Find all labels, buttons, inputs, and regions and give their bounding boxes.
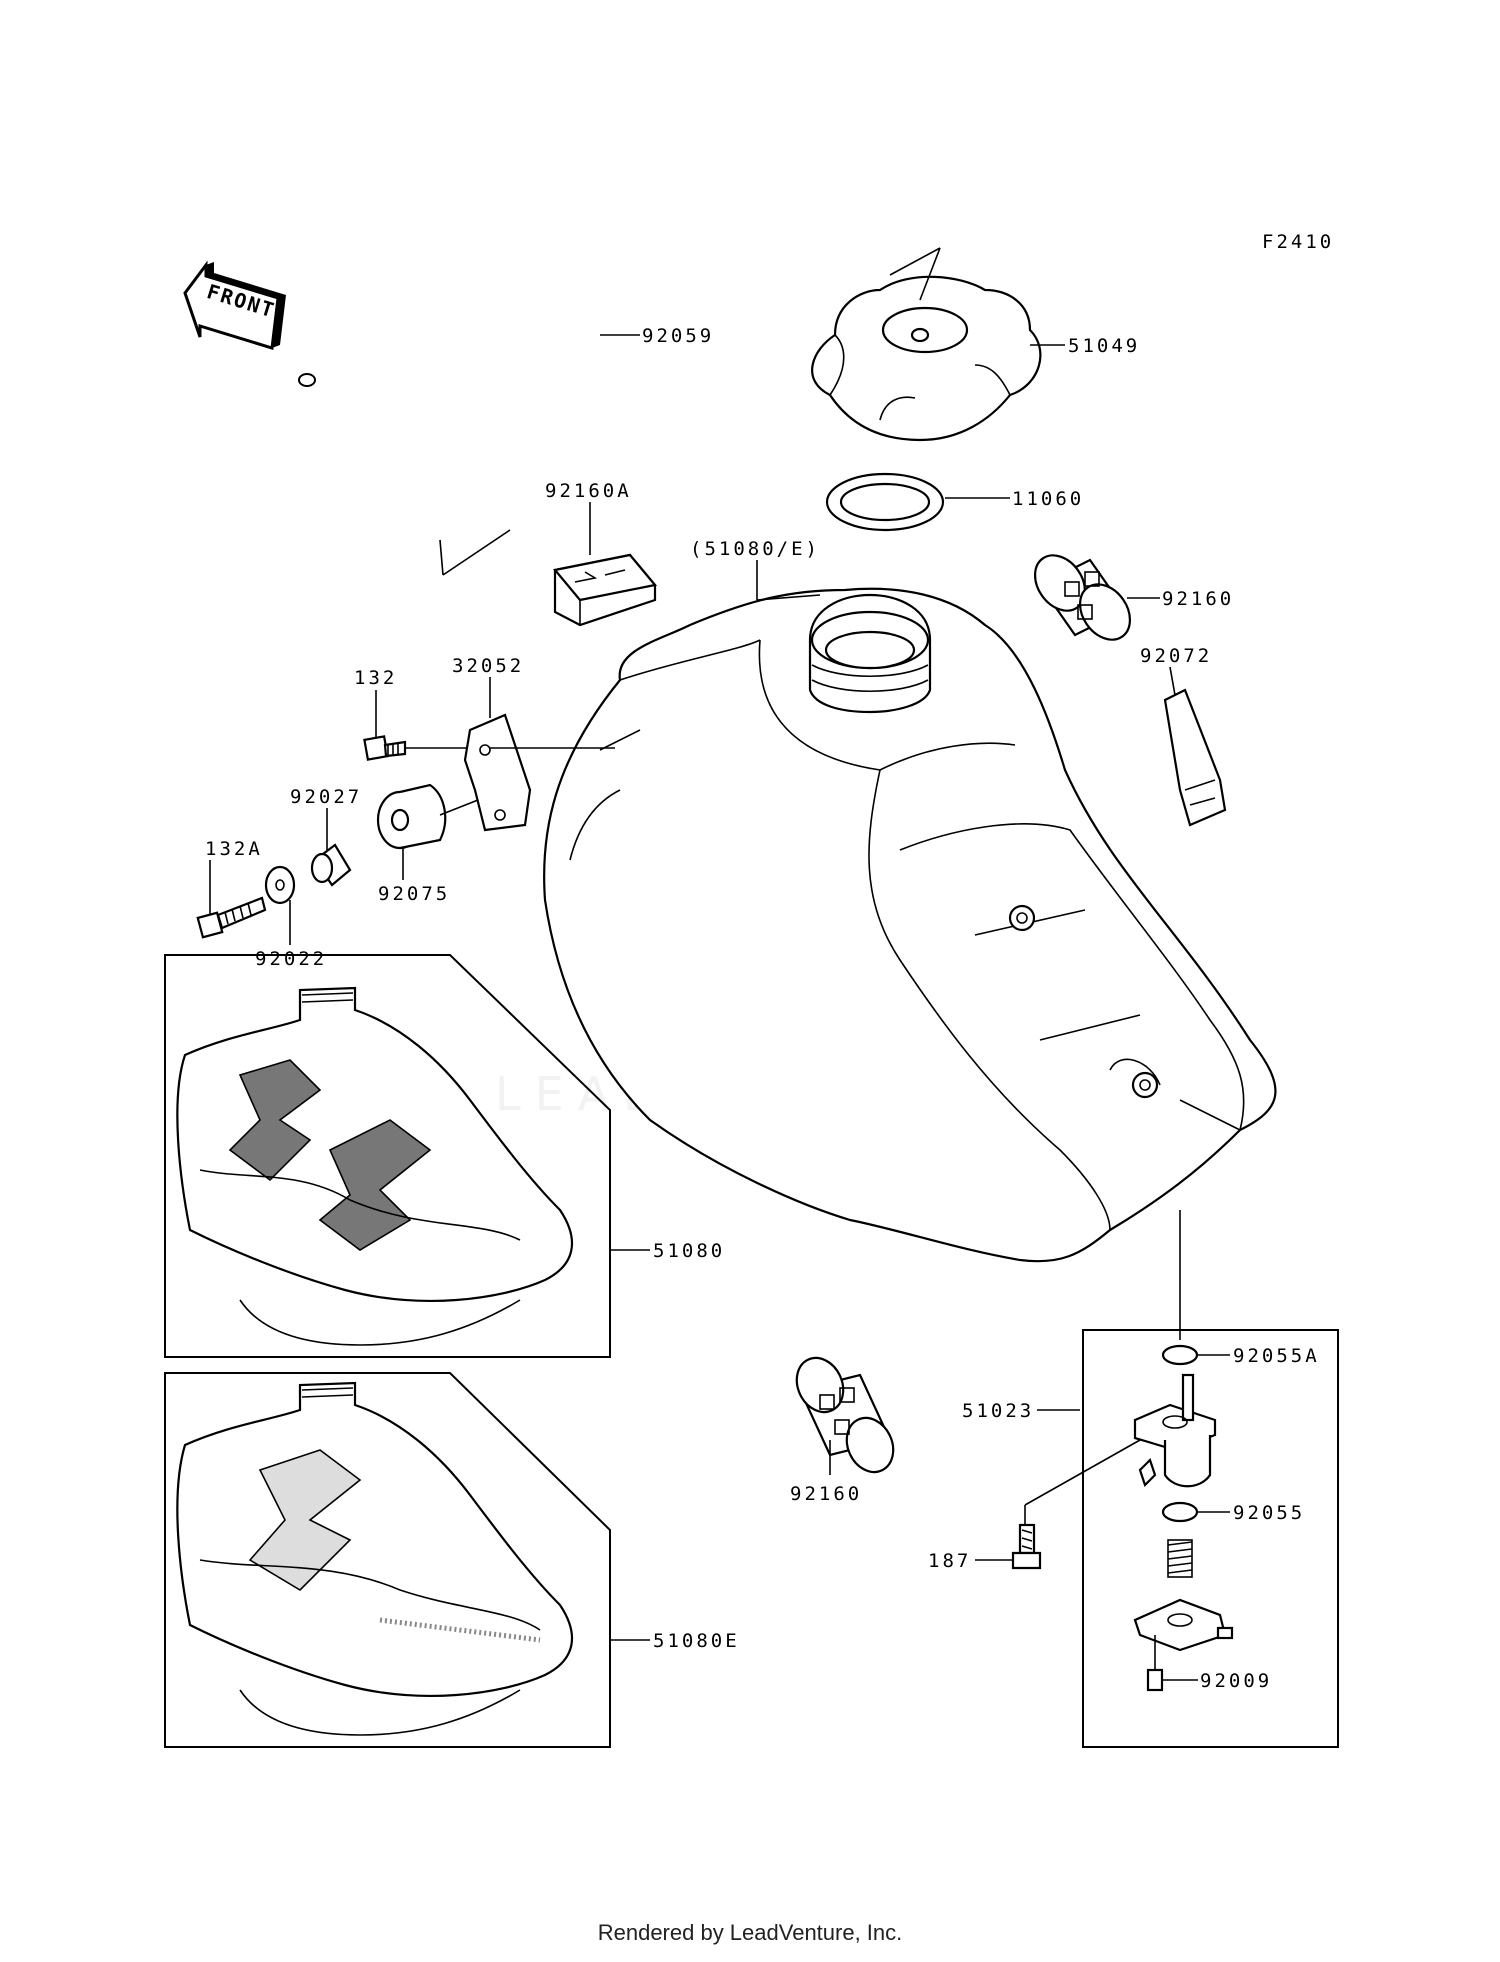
callout-51080-E: (51080/E) <box>690 538 820 560</box>
callout-51080: 51080 <box>653 1240 725 1262</box>
fuel-tank <box>543 587 1277 1263</box>
callout-51049: 51049 <box>1068 335 1140 357</box>
callout-51023: 51023 <box>962 1400 1034 1422</box>
callout-92055A: 92055A <box>1233 1345 1320 1367</box>
callout-92075: 92075 <box>378 883 450 905</box>
footer-credit: Rendered by LeadVenture, Inc. <box>597 1920 903 1945</box>
tank-strap <box>1163 688 1227 827</box>
callout-92059: 92059 <box>642 325 714 347</box>
fuel-cock-box <box>1011 1210 1339 1748</box>
callout-92022: 92022 <box>255 948 327 970</box>
fuel-filter-lower <box>795 1356 895 1474</box>
fuel-cap <box>811 247 1042 442</box>
callout-92160-upper: 92160 <box>1162 588 1234 610</box>
callout-51080E: 51080E <box>653 1630 740 1652</box>
fuel-filter-upper <box>1033 554 1132 641</box>
bracket-assembly <box>196 713 615 939</box>
callout-32052: 32052 <box>452 655 524 677</box>
callout-92072: 92072 <box>1140 645 1212 667</box>
callout-132A: 132A <box>205 838 263 860</box>
cap-gasket <box>825 472 945 532</box>
callout-92055: 92055 <box>1233 1502 1305 1524</box>
fuel-hose <box>298 280 602 576</box>
callout-11060: 11060 <box>1012 488 1084 510</box>
callout-92027: 92027 <box>290 786 362 808</box>
front-direction-arrow: FRONT <box>183 260 286 350</box>
callout-92160-lower: 92160 <box>790 1483 862 1505</box>
callout-92160A: 92160A <box>545 480 632 502</box>
hose-clamp-block <box>552 553 658 627</box>
diagram-code: F2410 <box>1262 231 1334 253</box>
tank-variant-box-51080 <box>164 954 611 1358</box>
callout-92009: 92009 <box>1200 1670 1272 1692</box>
callout-132: 132 <box>354 667 397 689</box>
callout-187: 187 <box>928 1550 971 1572</box>
tank-variant-box-51080E <box>164 1372 611 1748</box>
